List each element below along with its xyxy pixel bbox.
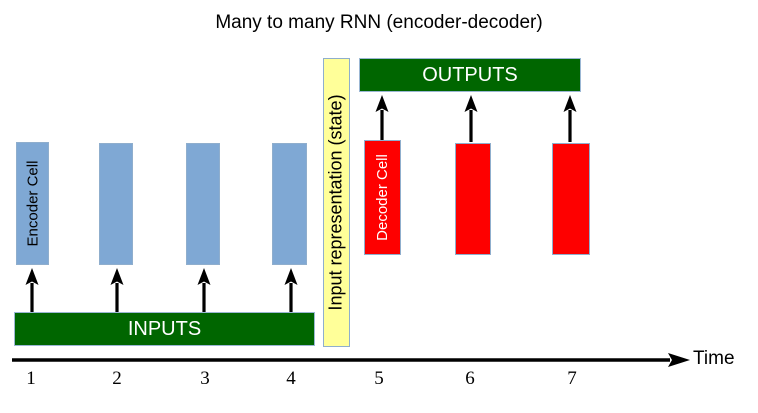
inputs-band-label: INPUTS xyxy=(127,317,202,340)
decoder-cell-label: Decoder Cell xyxy=(365,141,400,254)
decoder-output-arrow-3 xyxy=(561,95,579,142)
decoder-cell-3 xyxy=(552,143,590,255)
input-representation-state-box: Input representation (state) xyxy=(323,58,350,347)
decoder-cell-1: Decoder Cell xyxy=(364,140,401,255)
decoder-cell-2 xyxy=(455,143,491,255)
encoder-input-arrow-1 xyxy=(23,268,41,312)
outputs-band-label: OUTPUTS xyxy=(422,63,518,86)
time-tick-5: 5 xyxy=(374,368,384,389)
time-tick-4: 4 xyxy=(286,368,296,389)
time-tick-1: 1 xyxy=(26,368,36,389)
decoder-cell-label-text: Decoder Cell xyxy=(374,154,391,241)
encoder-input-arrow-2 xyxy=(108,268,126,312)
outputs-band: OUTPUTS xyxy=(359,58,581,92)
encoder-cell-label: Encoder Cell xyxy=(17,143,48,264)
time-axis xyxy=(12,349,690,371)
decoder-output-arrow-1 xyxy=(373,95,391,140)
time-tick-2: 2 xyxy=(112,368,122,389)
page-title: Many to many RNN (encoder-decoder) xyxy=(215,12,543,33)
state-box-label: Input representation (state) xyxy=(326,94,346,311)
encoder-input-arrow-3 xyxy=(195,268,213,312)
decoder-output-arrow-2 xyxy=(462,95,480,142)
encoder-input-arrow-4 xyxy=(282,268,300,312)
inputs-band: INPUTS xyxy=(14,312,315,346)
encoder-cell-2 xyxy=(99,143,133,265)
time-tick-3: 3 xyxy=(200,368,210,389)
encoder-cell-label-text: Encoder Cell xyxy=(24,160,42,247)
encoder-cell-3 xyxy=(186,143,220,265)
time-tick-6: 6 xyxy=(465,368,475,389)
time-tick-7: 7 xyxy=(567,368,577,389)
encoder-cell-4 xyxy=(272,143,307,265)
encoder-cell-1: Encoder Cell xyxy=(16,142,49,265)
time-axis-title: Time xyxy=(693,348,735,369)
